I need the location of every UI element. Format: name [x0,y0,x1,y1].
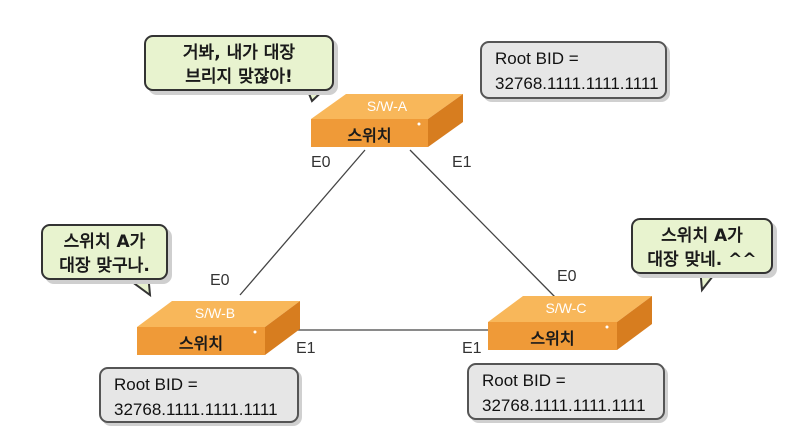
port-a-e1: E1 [452,154,472,171]
root-bid-a-value: 32768.1111.1111.1111 [495,74,659,93]
root-bid-b-label: Root BID = [114,375,198,394]
root-bid-box-b: Root BID = 32768.1111.1111.1111 [99,367,299,423]
port-b-e0: E0 [210,272,230,289]
speech-bubble-c: 스위치 A가 대장 맞네. ^^ [631,218,773,274]
link-a-c [409,149,556,298]
speech-bubble-a-line2: 브리지 맞잖아! [185,67,293,87]
port-a-e0: E0 [311,154,331,171]
switch-a-icon [311,94,463,147]
port-c-e0: E0 [557,268,577,285]
switch-a-label: 스위치 [347,126,392,145]
root-bid-box-a: Root BID = 32768.1111.1111.1111 [480,41,667,99]
speech-bubble-b-line1: 스위치 A가 [63,232,146,252]
speech-bubble-c-line2: 대장 맞네. ^^ [647,250,757,270]
root-bid-c-label: Root BID = [482,371,566,390]
root-bid-a-label: Root BID = [495,49,579,68]
root-bid-c-value: 32768.1111.1111.1111 [482,396,646,415]
switch-c-label: 스위치 [530,329,575,348]
port-c-e1: E1 [462,340,482,357]
switch-b-name: S/W-B [194,305,236,321]
switch-c-icon [488,296,652,350]
speech-bubble-c-line1: 스위치 A가 [661,226,743,246]
link-a-b [239,149,366,296]
speech-bubble-a: 거봐, 내가 대장 브리지 맞잖아! [144,35,334,91]
switch-b-icon [137,301,300,355]
speech-bubble-a-line1: 거봐, 내가 대장 [182,43,296,63]
switch-a-name: S/W-A [366,98,408,114]
switch-c-name: S/W-C [545,300,587,316]
port-b-e1: E1 [296,340,316,357]
speech-bubble-b: 스위치 A가 대장 맞구나. [41,224,168,280]
speech-bubble-b-line2: 대장 맞구나. [59,256,150,276]
root-bid-box-c: Root BID = 32768.1111.1111.1111 [467,363,665,420]
switch-b-label: 스위치 [178,334,224,353]
root-bid-b-value: 32768.1111.1111.1111 [114,400,278,419]
